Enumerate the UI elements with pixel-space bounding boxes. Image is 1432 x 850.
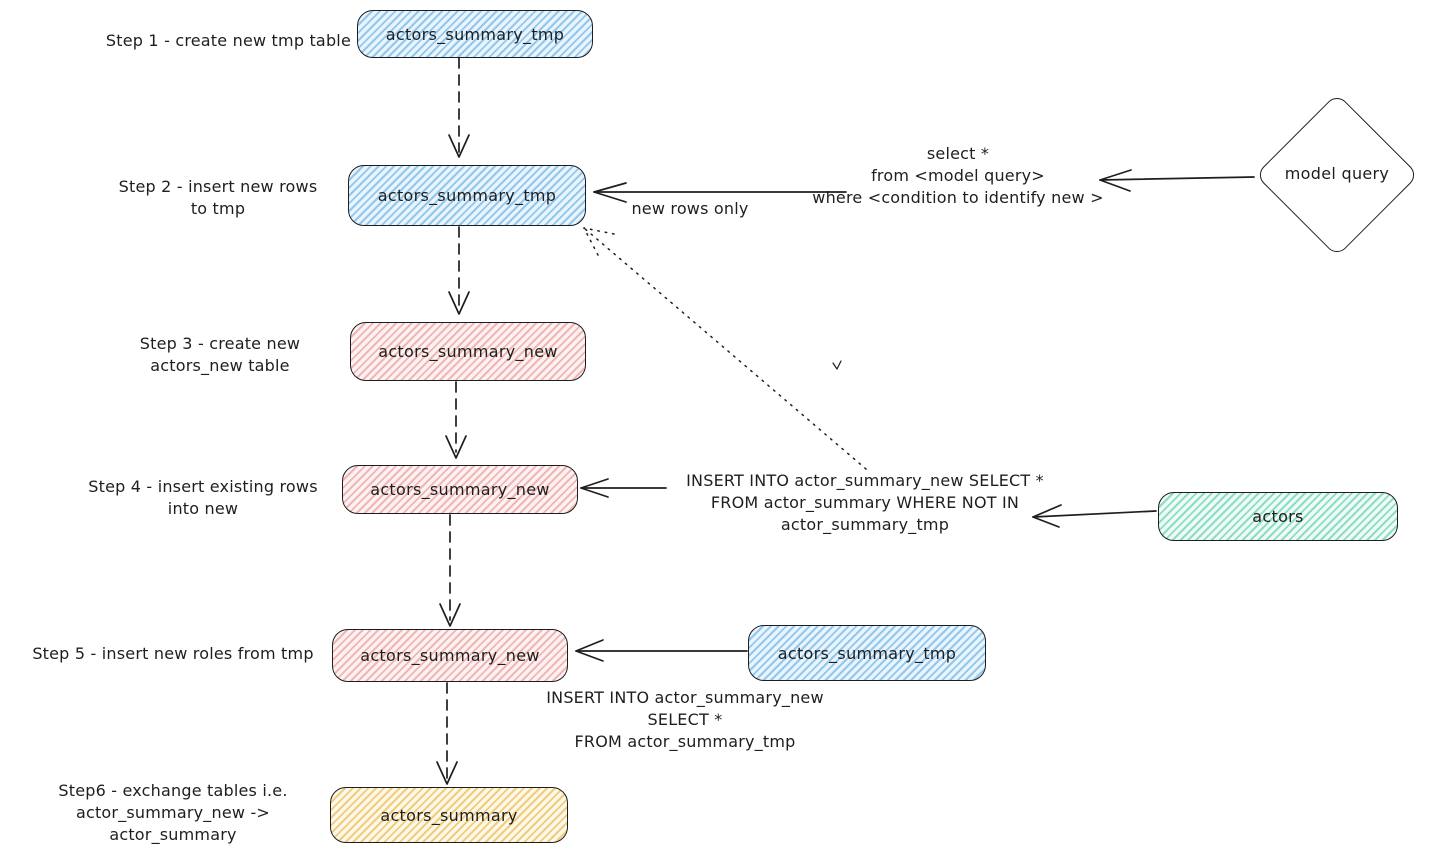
- annotation-insert-from-tmp: INSERT INTO actor_summary_new SELECT * F…: [546, 688, 824, 751]
- node-label: actors_summary_new: [370, 480, 550, 499]
- arrow-insert-text-to-step4-box: [580, 478, 667, 498]
- arrow-step2-to-step3: [448, 226, 470, 315]
- node-label: actors_summary_tmp: [777, 643, 957, 663]
- stray-tick-mark: [832, 360, 842, 370]
- node-label: actors_summary_new: [360, 646, 540, 665]
- arrow-step1-to-step2: [448, 57, 470, 158]
- node-label: actors_summary_new: [378, 342, 558, 361]
- node-tmp-source: actors_summary_tmp: [748, 625, 986, 681]
- step-2-caption: Step 2 - insert new rows to tmp: [118, 177, 318, 218]
- step-6-caption: Step6 - exchange tables i.e. actor_summa…: [58, 781, 288, 844]
- step-3-caption: Step 3 - create new actors_new table: [139, 334, 301, 375]
- node-step2-actors-summary-tmp: actors_summary_tmp: [348, 165, 586, 226]
- arrow-step3-to-step4: [445, 381, 467, 459]
- arrow-step4-to-step5: [439, 514, 461, 627]
- node-step1-actors-summary-tmp: actors_summary_tmp: [357, 10, 593, 58]
- step-4-caption: Step 4 - insert existing rows into new: [88, 477, 318, 518]
- annotation-insert-not-in: INSERT INTO actor_summary_new SELECT * F…: [686, 471, 1044, 534]
- node-step6-actors-summary: actors_summary: [330, 787, 568, 843]
- dotted-arrow-insert-to-step2-box: [583, 227, 867, 470]
- node-step4-actors-summary-new: actors_summary_new: [342, 465, 578, 514]
- arrow-tmp-to-step5-box: [575, 639, 748, 662]
- node-label: actors_summary_tmp: [385, 24, 565, 44]
- step-1-caption: Step 1 - create new tmp table: [105, 31, 351, 50]
- step-5-caption: Step 5 - insert new roles from tmp: [32, 644, 314, 663]
- model-query-label: model query: [1284, 164, 1390, 183]
- annotation-new-rows-only: new rows only: [631, 199, 749, 218]
- node-label: actors_summary: [380, 805, 518, 825]
- node-step3-actors-summary-new: actors_summary_new: [350, 322, 586, 381]
- node-step5-actors-summary-new: actors_summary_new: [332, 629, 568, 682]
- node-actors-source: actors: [1158, 492, 1398, 541]
- node-label: actors: [1252, 507, 1304, 526]
- node-label: actors_summary_tmp: [377, 186, 557, 205]
- annotation-select-query: select * from <model query> where <condi…: [812, 144, 1104, 207]
- arrow-step5-to-step6: [436, 682, 458, 785]
